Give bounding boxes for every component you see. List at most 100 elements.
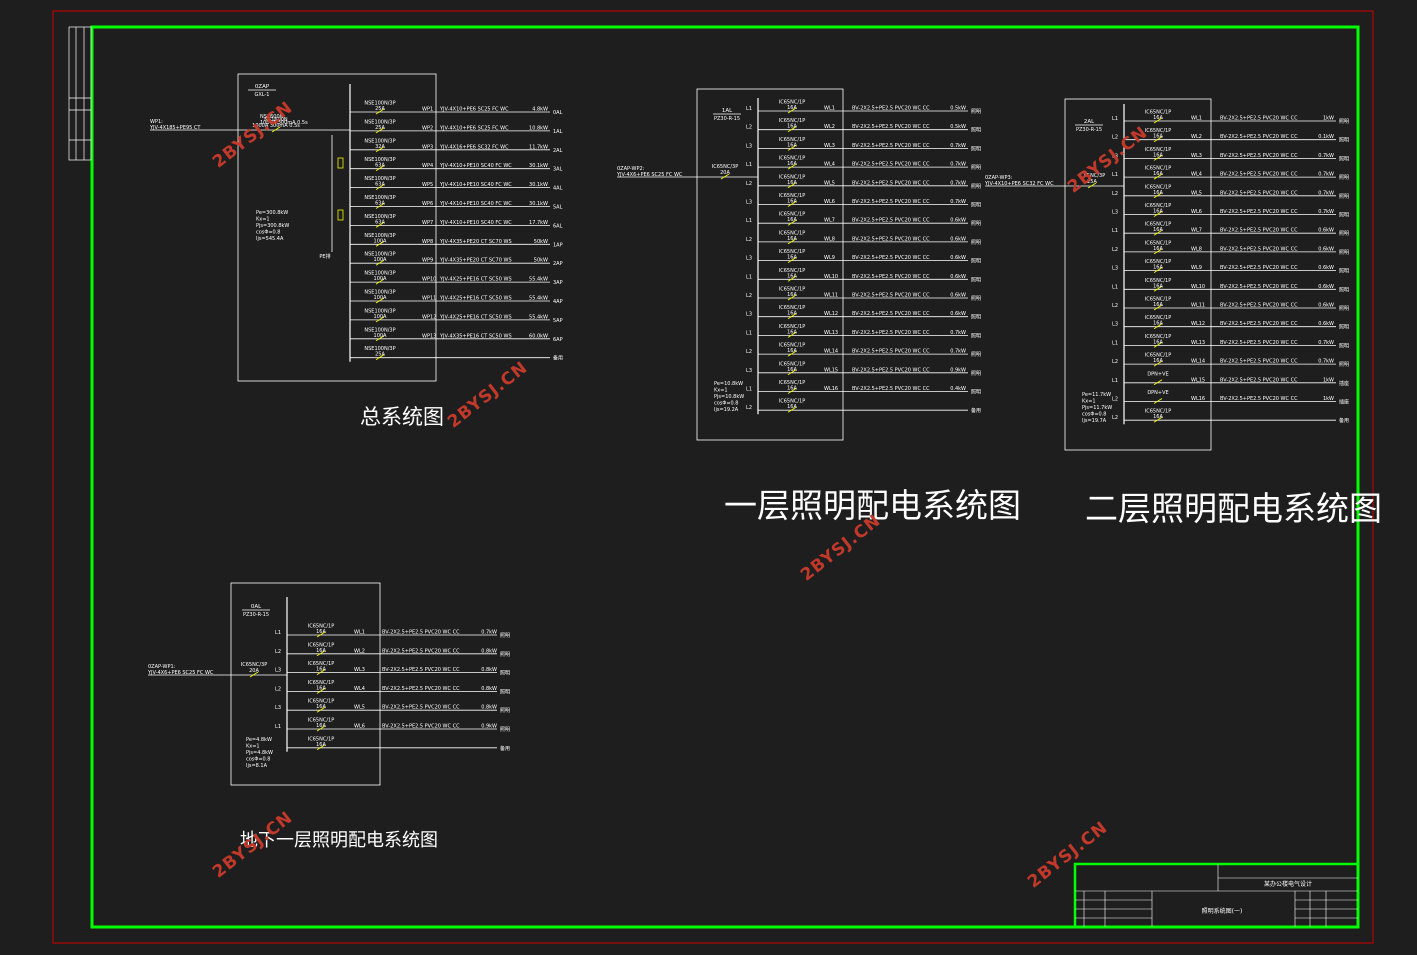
circuit-load: 0.7kW [950, 349, 966, 355]
circuit-cable: YJV-4X10+PE10 SC40 FC WC [439, 182, 512, 188]
circuit-breaker-label: IC65NC/1P [308, 642, 334, 648]
circuit-cable: YJV-4X35+PE16 CT SC50 WS [439, 333, 512, 339]
circuit-breaker-label: IC65NC/1P [779, 380, 805, 386]
circuit-destination: 照明 [971, 109, 981, 115]
circuit-breaker-symbol [1153, 379, 1163, 386]
circuit-destination: 照明 [1339, 194, 1349, 200]
circuit-breaker-rating: 16A [787, 142, 797, 148]
circuit-breaker-label: NSE100N/3P [364, 138, 395, 144]
circuit-breaker-label: IC65NC/1P [1145, 110, 1171, 116]
load-parameter: Ijs=19.2A [714, 407, 739, 413]
circuit-destination: 2AP [553, 261, 563, 267]
circuit-load: 55.4kW [529, 314, 548, 320]
circuit-breaker-rating: 25A [375, 106, 385, 112]
circuit-phase: L3 [1112, 153, 1118, 159]
circuit-load: 0.6kW [1318, 246, 1334, 252]
main-breaker-spec: 20A [249, 668, 259, 674]
panel-id: 0AL [251, 604, 262, 610]
circuit-phase: L2 [746, 405, 752, 411]
circuit-load: 60.0kW [529, 333, 548, 339]
circuit-destination: 照明 [971, 277, 981, 283]
circuit-phase: L2 [1112, 359, 1118, 365]
circuit-breaker-rating: 100A [374, 314, 388, 320]
circuit-breaker-symbol [787, 257, 797, 263]
circuit-id: WL8 [824, 236, 835, 242]
circuit-load: 4.8kW [532, 107, 548, 113]
circuit-id: WL8 [1191, 246, 1202, 252]
circuit-breaker-label: NSE100N/3P [364, 157, 395, 163]
circuit-cable: YJV-4X35+PE20 CT SC70 WS [439, 258, 512, 264]
circuit-breaker-symbol [375, 184, 385, 190]
circuit-breaker-rating: 25A [375, 125, 385, 131]
circuit-id: WP6 [422, 201, 433, 207]
main-system-title: 总系统图 [360, 405, 444, 429]
circuit-cable: BV-2X2.5+PE2.5 PVC20 WC CC [382, 648, 460, 654]
circuit-breaker-label: IC65NC/1P [1145, 297, 1171, 303]
circuit-cable: BV-2X2.5+PE2.5 PVC20 WC CC [1220, 153, 1298, 159]
circuit-breaker-label: IC65NC/1P [308, 680, 334, 686]
circuit-phase: L2 [1112, 397, 1118, 403]
load-parameter: Pe=4.8kW [246, 737, 272, 743]
circuit-destination: 照明 [971, 221, 981, 227]
circuit-load: 0.7kW [950, 180, 966, 186]
circuit-id: WL6 [354, 724, 365, 730]
circuit-breaker-label: IC65NC/1P [779, 118, 805, 124]
circuit-breaker-label: IC65NC/1P [779, 212, 805, 218]
circuit-breaker-rating: 16A [787, 404, 797, 410]
circuit-breaker-rating: 63A [375, 182, 385, 188]
circuit-load: 10.8kW [529, 125, 548, 131]
circuit-cable: BV-2X2.5+PE2.5 PVC20 WC CC [852, 274, 930, 280]
circuit-breaker-label: IC65NC/1P [308, 661, 334, 667]
circuit-cable: YJV-4X10+PE6 SC25 FC WC [439, 125, 509, 131]
load-parameter: Ijs=19.7A [1082, 418, 1107, 424]
circuit-breaker-symbol [787, 313, 797, 320]
circuit-destination: 插座 [1339, 399, 1349, 406]
circuit-load: 0.6kW [950, 236, 966, 242]
incoming-cable: YJV-4X185+PE95 CT [149, 125, 201, 131]
load-parameter: Pe=11.7kW [1082, 392, 1111, 398]
circuit-load: 55.4kW [529, 277, 548, 283]
circuit-cable: BV-2X2.5+PE2.5 PVC20 WC CC [1220, 265, 1298, 271]
circuit-id: WP3 [422, 144, 433, 150]
circuit-breaker-rating: 16A [787, 273, 797, 279]
circuit-id: WL1 [1191, 116, 1202, 122]
title-block-grid [1075, 864, 1358, 927]
circuit-id: WL3 [1191, 153, 1202, 159]
circuit-id: WL5 [824, 180, 835, 186]
circuit-breaker-label: NSE100N/3P [364, 271, 395, 277]
circuit-phase: L3 [275, 705, 281, 711]
circuit-cable: BV-2X2.5+PE2.5 PVC20 WC CC [1220, 172, 1298, 178]
circuit-breaker-rating: 16A [787, 255, 797, 261]
circuit-load: 0.7kW [1318, 172, 1334, 178]
circuit-phase: L1 [746, 162, 752, 168]
circuit-destination: 照明 [971, 352, 981, 358]
circuit-id: WL1 [824, 106, 835, 112]
circuit-breaker-label: NSE100N/3P [364, 252, 395, 258]
circuit-breaker-label: IC65NC/1P [1145, 166, 1171, 172]
incoming-label: 0ZAP-WP3: [985, 175, 1013, 181]
incoming-label: 0ZAP-WP1: [148, 664, 176, 670]
circuit-id: WP2 [422, 125, 433, 131]
panel-model: PZ30-R-15 [714, 116, 740, 122]
circuit-cable: BV-2X2.5+PE2.5 PVC20 WC CC [852, 311, 930, 317]
circuit-load: 0.6kW [950, 218, 966, 224]
circuit-id: WL10 [1191, 284, 1205, 290]
circuit-id: WL1 [354, 630, 365, 636]
circuit-breaker-label: IC65NC/1P [308, 624, 334, 630]
circuit-cable: YJV-4X25+PE16 CT SC50 WS [439, 314, 512, 320]
circuit-cable: YJV-4X10+PE10 SC40 FC WC [439, 201, 512, 207]
circuit-cable: BV-2X2.5+PE2.5 PVC20 WC CC [852, 236, 930, 242]
circuit-phase: L2 [1112, 191, 1118, 197]
circuit-destination: 插座 [1339, 380, 1349, 387]
circuit-breaker-rating: 16A [787, 199, 797, 205]
circuit-load: 0.6kW [1318, 284, 1334, 290]
circuit-load: 30.1kW [529, 163, 548, 169]
circuit-id: WL9 [824, 255, 835, 261]
circuit-load: 0.6kW [1318, 265, 1334, 271]
circuit-destination: 6AP [553, 337, 563, 343]
circuit-id: WL13 [824, 330, 838, 336]
circuit-cable: YJV-4X10+PE10 SC40 FC WC [439, 163, 512, 169]
circuit-cable: BV-2X2.5+PE2.5 PVC20 WC CC [1220, 359, 1298, 365]
load-parameter: cosΦ=0.8 [256, 230, 281, 236]
